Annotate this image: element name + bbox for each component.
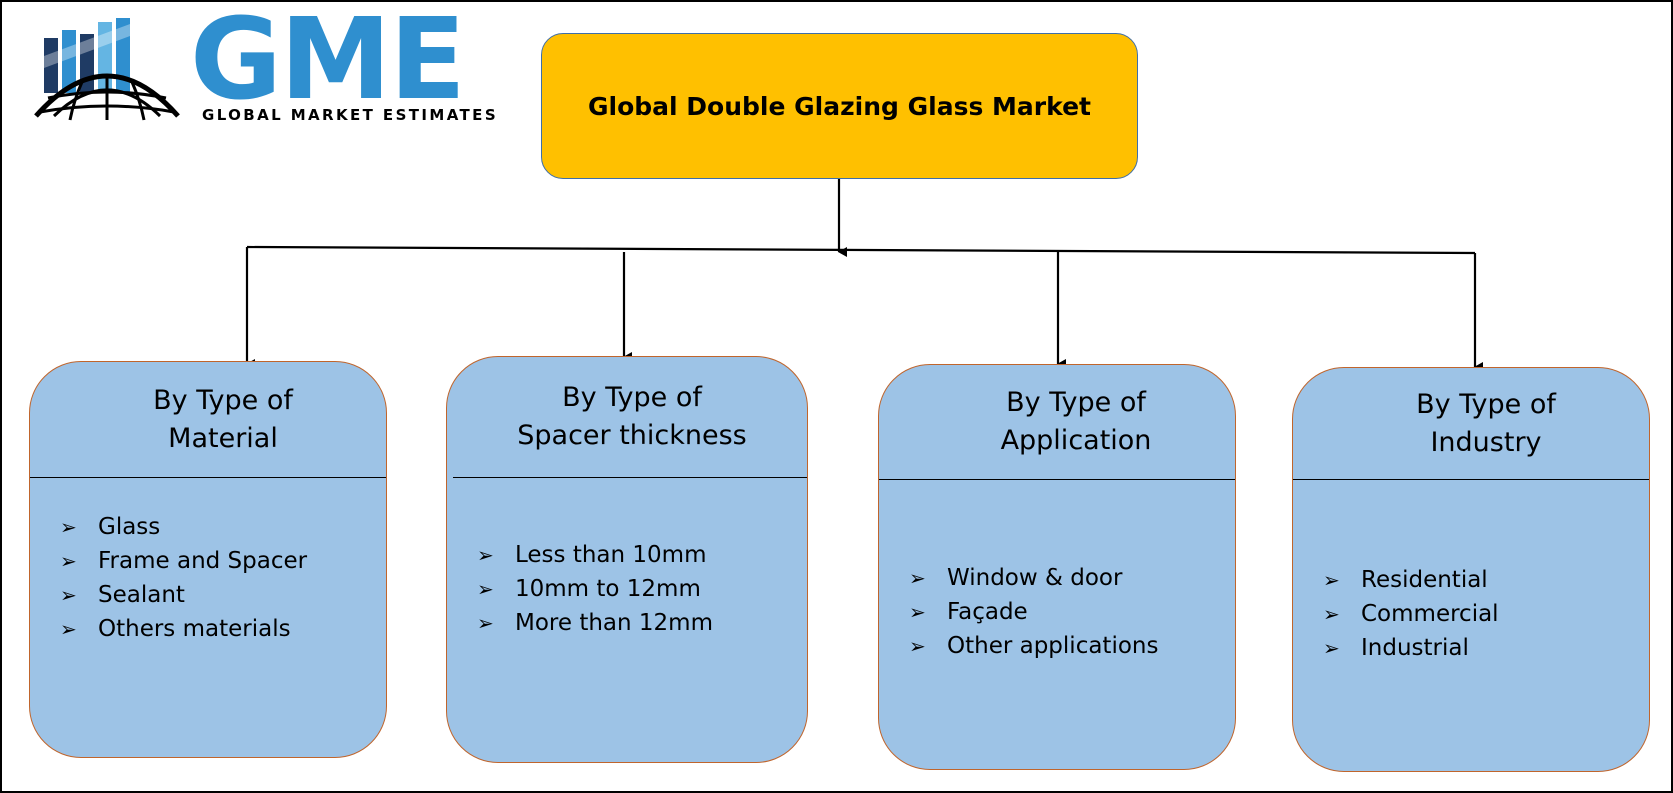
card-divider xyxy=(879,479,1235,480)
category-card-industry: By Type of Industry ➢Residential ➢Commer… xyxy=(1292,367,1650,772)
globe-bar-chart-icon xyxy=(34,18,180,121)
arrow-bullet-icon: ➢ xyxy=(1323,568,1340,592)
card-title: By Type of Industry xyxy=(1416,388,1556,458)
logo-tagline: GLOBAL MARKET ESTIMATES xyxy=(202,106,499,124)
arrow-bullet-icon: ➢ xyxy=(60,549,77,573)
list-item: ➢Commercial xyxy=(1323,597,1639,631)
list-item: ➢Industrial xyxy=(1323,631,1639,665)
arrow-bullet-icon: ➢ xyxy=(477,611,494,635)
title-box: Global Double Glazing Glass Market xyxy=(541,33,1138,179)
diagram-title: Global Double Glazing Glass Market xyxy=(588,91,1091,121)
arrow-bullet-icon: ➢ xyxy=(60,515,77,539)
category-card-spacer-thickness: By Type of Spacer thickness ➢Less than 1… xyxy=(446,356,808,763)
card-header: By Type of Application xyxy=(879,365,1235,479)
arrow-bullet-icon: ➢ xyxy=(60,583,77,607)
card-header: By Type of Material xyxy=(30,362,386,477)
arrow-bullet-icon: ➢ xyxy=(1323,602,1340,626)
card-header: By Type of Industry xyxy=(1293,368,1649,479)
card-title: By Type of Application xyxy=(1000,387,1152,456)
card-list: ➢Window & door ➢Façade ➢Other applicatio… xyxy=(909,561,1225,663)
gme-logo: GME GLOBAL MARKET ESTIMATES xyxy=(32,4,496,126)
card-list: ➢Glass ➢Frame and Spacer ➢Sealant ➢Other… xyxy=(60,510,376,646)
category-card-application: By Type of Application ➢Window & door ➢F… xyxy=(878,364,1236,770)
list-item: ➢Façade xyxy=(909,595,1225,629)
arrow-bullet-icon: ➢ xyxy=(1323,636,1340,660)
card-list: ➢Residential ➢Commercial ➢Industrial xyxy=(1323,563,1639,665)
horizontal-bus xyxy=(246,245,1476,255)
card-divider xyxy=(30,477,386,478)
card-title: By Type of Material xyxy=(153,384,293,454)
arrow-bullet-icon: ➢ xyxy=(477,543,494,567)
list-item: ➢Less than 10mm xyxy=(477,538,797,572)
list-item: ➢Window & door xyxy=(909,561,1225,595)
list-item: ➢Others materials xyxy=(60,612,376,646)
list-item: ➢Residential xyxy=(1323,563,1639,597)
list-item: ➢Glass xyxy=(60,510,376,544)
list-item: ➢10mm to 12mm xyxy=(477,572,797,606)
card-list: ➢Less than 10mm ➢10mm to 12mm ➢More than… xyxy=(477,538,797,640)
card-title: By Type of Spacer thickness xyxy=(517,382,747,451)
arrow-bullet-icon: ➢ xyxy=(477,577,494,601)
card-divider xyxy=(1293,479,1649,480)
list-item: ➢Other applications xyxy=(909,629,1225,663)
arrow-bullet-icon: ➢ xyxy=(60,617,77,641)
list-item: ➢More than 12mm xyxy=(477,606,797,640)
card-divider xyxy=(453,477,807,478)
list-item: ➢Sealant xyxy=(60,578,376,612)
card-header: By Type of Spacer thickness xyxy=(447,357,807,477)
arrow-bullet-icon: ➢ xyxy=(909,600,926,624)
arrow-bullet-icon: ➢ xyxy=(909,566,926,590)
category-card-material: By Type of Material ➢Glass ➢Frame and Sp… xyxy=(29,361,387,758)
list-item: ➢Frame and Spacer xyxy=(60,544,376,578)
logo-letters: GME xyxy=(190,0,466,125)
arrow-bullet-icon: ➢ xyxy=(909,634,926,658)
